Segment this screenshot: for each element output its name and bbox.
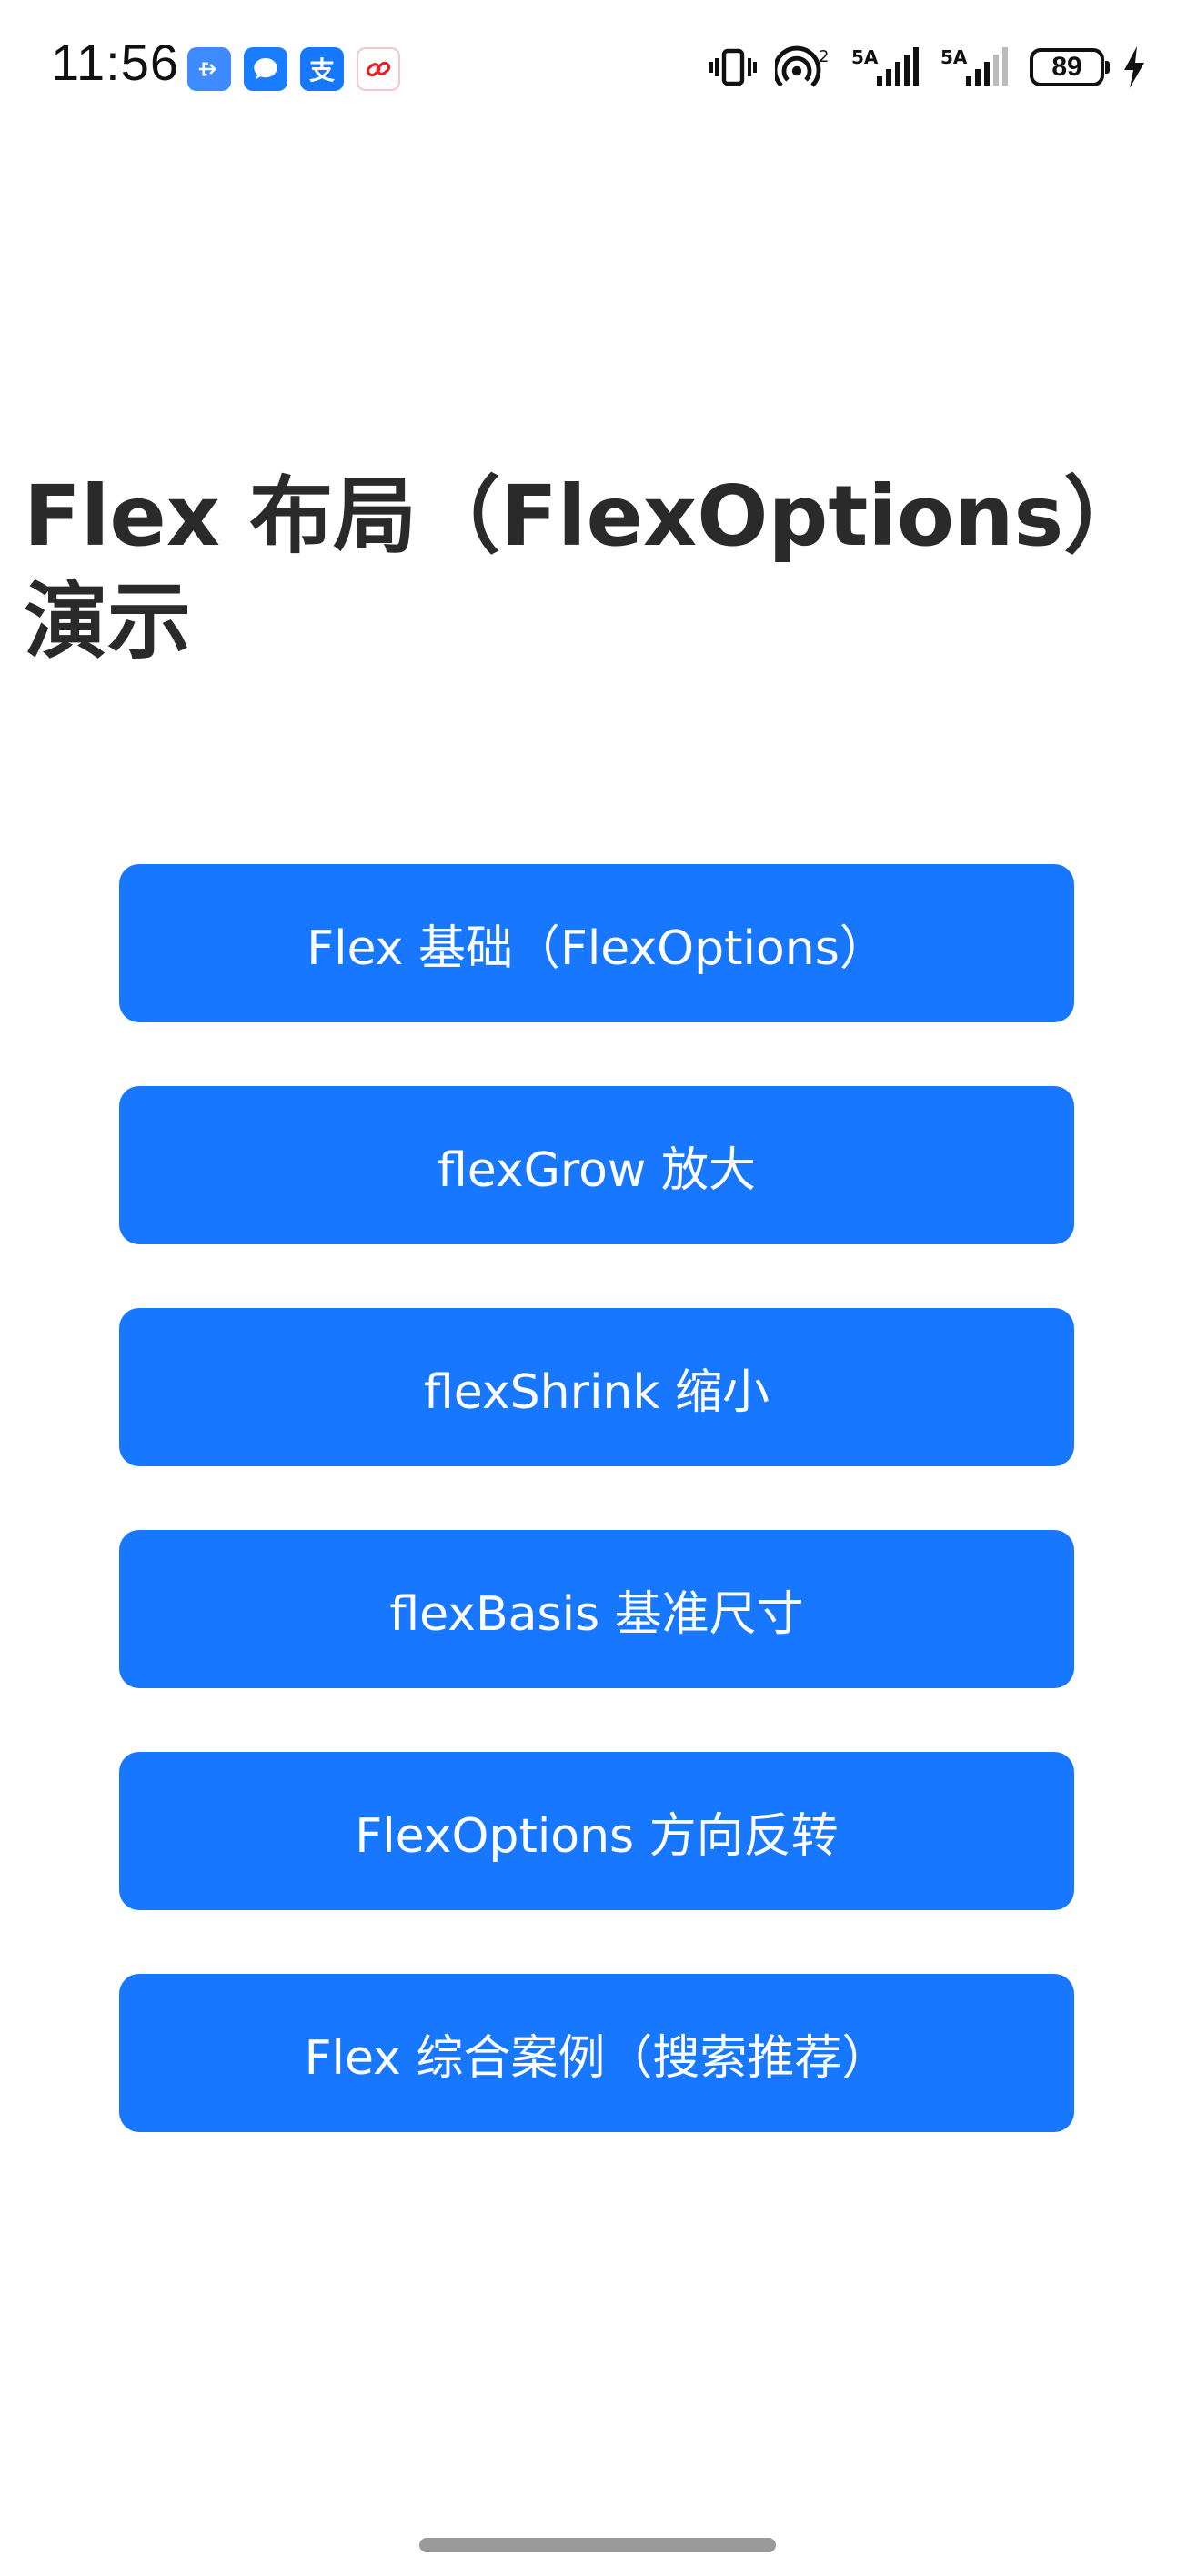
hotspot-icon: 2 (775, 45, 829, 87)
charging-icon (1124, 46, 1144, 88)
status-time: 11:56 (51, 34, 179, 91)
usb-icon (187, 47, 231, 91)
system-icons: 2 5A 5A 89 (709, 45, 1146, 89)
notification-icons: 支 (187, 47, 400, 91)
signal-icon-1: 5A (851, 46, 919, 86)
alipay-icon: 支 (300, 47, 344, 91)
link-icon (357, 47, 400, 91)
message-icon (244, 47, 287, 91)
home-indicator[interactable] (419, 2538, 776, 2552)
signal-icon-2: 5A (940, 46, 1008, 86)
status-bar: 11:56 支 2 5A (0, 0, 1197, 136)
flex-search-recommend-case-button[interactable]: Flex 综合案例（搜索推荐） (119, 1974, 1074, 2132)
menu-list: Flex 基础（FlexOptions） flexGrow 放大 flexShr… (119, 864, 1074, 2196)
flex-shrink-button[interactable]: flexShrink 缩小 (119, 1308, 1074, 1466)
flex-basics-button[interactable]: Flex 基础（FlexOptions） (119, 864, 1074, 1022)
network-label-1: 5A (851, 46, 879, 68)
battery-icon: 89 (1030, 48, 1110, 86)
page-title: Flex 布局（FlexOptions）演示 (24, 468, 1148, 670)
vibrate-icon (709, 48, 757, 86)
flex-direction-reverse-button[interactable]: FlexOptions 方向反转 (119, 1752, 1074, 1910)
hotspot-count: 2 (819, 47, 829, 66)
network-label-2: 5A (940, 46, 968, 68)
flex-grow-button[interactable]: flexGrow 放大 (119, 1086, 1074, 1244)
flex-basis-button[interactable]: flexBasis 基准尺寸 (119, 1530, 1074, 1688)
battery-level: 89 (1051, 52, 1082, 82)
